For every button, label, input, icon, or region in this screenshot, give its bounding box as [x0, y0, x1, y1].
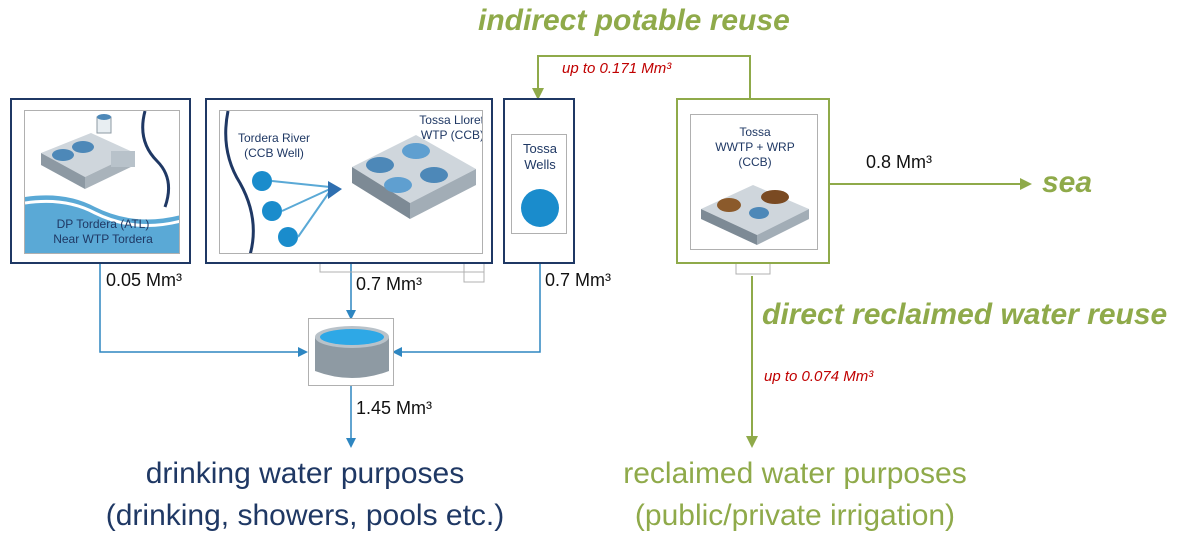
- tossa-wells-label-line1: Tossa: [523, 141, 557, 156]
- wwtp-label-line3: (CCB): [738, 155, 772, 169]
- flow-label-tossa-wells: 0.7 Mm³: [545, 270, 612, 290]
- wastewater-plant-icon: [701, 185, 809, 245]
- reclaimed-output-line1: reclaimed water purposes: [623, 457, 967, 490]
- indirect-reuse-note: up to 0.171 Mm³: [562, 60, 672, 77]
- flow-label-dp-tordera: 0.05 Mm³: [106, 270, 183, 290]
- tordera-river-label-line2: (CCB Well): [244, 146, 304, 160]
- well-circle-1: [252, 171, 272, 191]
- reservoir-tank-icon: [315, 326, 389, 378]
- dp-tordera-label-line1: DP Tordera (ATL): [56, 217, 150, 231]
- dp-tordera-box: DP Tordera (ATL) Near WTP Tordera: [10, 98, 191, 264]
- flow-label-reservoir-out: 1.45 Mm³: [356, 398, 433, 418]
- tordera-river-illustration: Tordera River (CCB Well) Tossa Lloret WT…: [219, 110, 483, 254]
- direct-reuse-note: up to 0.074 Mm³: [764, 368, 874, 385]
- tossa-wells-label-line2: Wells: [524, 157, 556, 172]
- direct-reuse-title: direct reclaimed water reuse: [762, 298, 1168, 331]
- flow-line-tossa-wells: [392, 262, 541, 357]
- indirect-reuse-title: indirect potable reuse: [478, 4, 790, 37]
- wwtp-box: Tossa WWTP + WRP (CCB): [676, 98, 830, 264]
- dp-tordera-label-line2: Near WTP Tordera: [53, 232, 153, 246]
- flow-line-dp-tordera: [99, 262, 308, 357]
- flow-label-sea: 0.8 Mm³: [866, 152, 933, 172]
- sea-label: sea: [1042, 166, 1093, 199]
- tossa-wells-box: Tossa Wells: [503, 98, 575, 264]
- well-circle-2: [262, 201, 282, 221]
- dp-tordera-illustration: DP Tordera (ATL) Near WTP Tordera: [24, 110, 180, 254]
- wtp-label-line2: WTP (CCB): [420, 128, 483, 142]
- tossa-wells-illustration: Tossa Wells: [511, 134, 567, 234]
- reclaimed-output-line2: (public/private irrigation): [634, 499, 956, 532]
- wwtp-illustration: Tossa WWTP + WRP (CCB): [690, 114, 818, 250]
- flow-label-tordera-river: 0.7 Mm³: [356, 274, 423, 294]
- well-circle-3: [278, 227, 298, 247]
- desalination-plant-icon: [25, 111, 179, 253]
- flow-line-indirect-reuse: [532, 55, 751, 100]
- drinking-output-line2: (drinking, showers, pools etc.): [105, 499, 505, 532]
- tordera-river-box: Tordera River (CCB Well) Tossa Lloret WT…: [205, 98, 493, 264]
- wwtp-label-line1: Tossa: [739, 125, 771, 139]
- water-treatment-plant-icon: [224, 111, 476, 253]
- drinking-output-line1: drinking water purposes: [145, 457, 465, 490]
- tordera-river-label-line1: Tordera River: [237, 131, 311, 145]
- well-icon: [521, 189, 559, 227]
- wtp-label-line1: Tossa Lloret: [419, 113, 483, 127]
- wwtp-label-line2: WWTP + WRP: [715, 140, 795, 154]
- reservoir-box: [308, 318, 394, 386]
